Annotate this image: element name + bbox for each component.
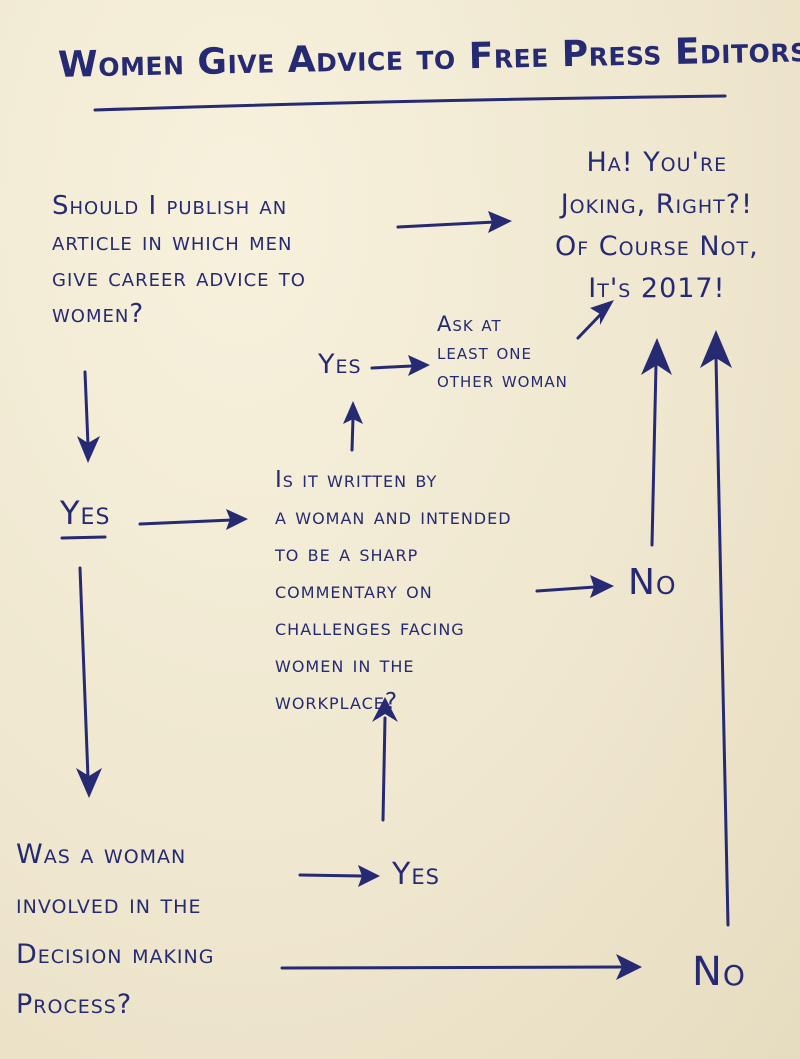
ask-note-line: other woman: [437, 368, 568, 392]
arrow-yes-q3-to-q2: [381, 716, 387, 822]
no-label-q2: No: [628, 562, 677, 603]
arrow-no-q2-to-answer: [650, 363, 658, 547]
answer-line: It's 2017!: [588, 273, 726, 304]
question-1-line: women?: [52, 299, 145, 329]
arrow-q3-to-yes: [298, 873, 364, 878]
arrowhead-q3-to-yes: [358, 865, 380, 887]
question-3-line: involved in the: [16, 889, 202, 920]
question-1-line: article in which men: [52, 227, 293, 257]
ask-note-line: least one: [437, 340, 532, 364]
question-2-line: to be a sharp: [275, 541, 419, 567]
answer-box: Ha! You're Joking, Right?! Of Course Not…: [555, 142, 759, 310]
yes-underline: [60, 535, 107, 540]
yes-label-main: Yes: [60, 494, 111, 532]
question-2-line: challenges facing: [275, 615, 465, 641]
question-2-line: a woman and intended: [275, 504, 512, 530]
arrow-q3-to-no: [280, 965, 624, 970]
arrow-q2-to-yes: [350, 416, 355, 452]
ask-note-line: Ask at: [437, 312, 502, 336]
arrowhead-yes-to-q3: [76, 768, 102, 798]
arrow-ask-to-answer: [576, 311, 604, 340]
title-underline: [93, 94, 727, 112]
arrowhead-q1-to-answer: [488, 211, 512, 233]
question-2-line: women in the: [275, 652, 415, 678]
arrowhead-yes-q3-to-q2: [372, 697, 398, 722]
arrow-yes-to-ask: [370, 364, 414, 370]
arrowhead-no-q3-to-answer: [700, 330, 732, 368]
arrowhead-yes-to-q2: [226, 509, 248, 530]
yes-label-q3: Yes: [392, 857, 440, 892]
question-2-line: workplace?: [275, 689, 399, 715]
question-3-line: Process?: [16, 989, 133, 1020]
arrowhead-q2-to-yes: [343, 401, 363, 424]
arrow-yes-to-q3: [78, 566, 90, 780]
question-1-line: give career advice to: [52, 263, 306, 293]
ask-note: Ask at least one other woman: [437, 310, 568, 394]
arrow-no-q3-to-answer: [714, 356, 730, 927]
answer-line: Ha! You're: [586, 147, 728, 178]
arrowhead-no-q2-to-answer: [641, 338, 672, 375]
answer-line: Of Course Not,: [555, 231, 759, 262]
no-label-q3: No: [692, 949, 746, 995]
arrowhead-q2-to-no: [590, 575, 614, 598]
arrowhead-ask-to-answer: [590, 300, 614, 325]
yes-label-q2: Yes: [318, 349, 362, 380]
arrow-q1-to-answer: [396, 220, 497, 229]
answer-line: Joking, Right?!: [560, 189, 753, 220]
question-2-line: Is it written by: [275, 467, 438, 493]
question-3: Was a woman involved in the Decision mak…: [16, 830, 214, 1030]
question-3-line: Decision making: [16, 939, 215, 970]
arrow-q1-to-yes: [83, 370, 90, 447]
question-1-line: Should I publish an: [52, 191, 288, 221]
question-2: Is it written by a woman and intended to…: [275, 462, 512, 721]
question-2-line: commentary on: [275, 578, 433, 604]
question-1: Should I publish an article in which men…: [52, 188, 306, 332]
question-3-line: Was a woman: [16, 839, 187, 870]
arrowhead-q1-to-yes: [77, 436, 100, 463]
arrow-q2-to-no: [535, 585, 597, 593]
arrowhead-yes-to-ask: [408, 355, 430, 376]
arrow-yes-to-q2: [138, 518, 234, 526]
arrowhead-q3-to-no: [616, 954, 642, 980]
